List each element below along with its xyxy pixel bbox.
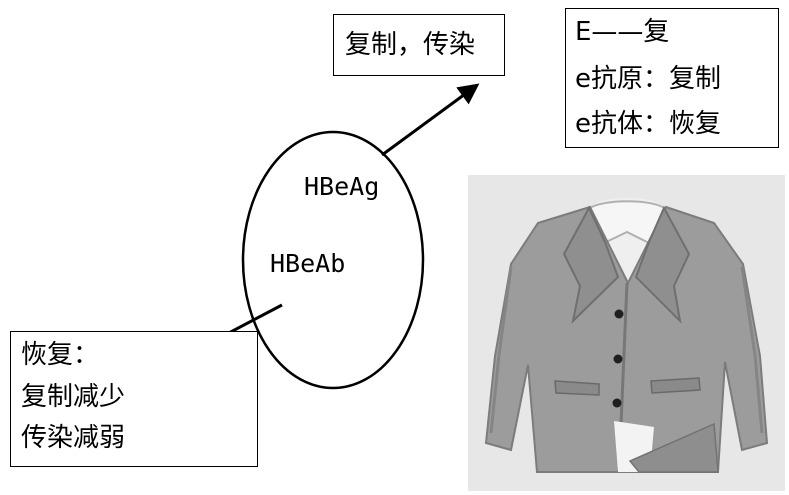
- shirt-collar: [588, 200, 666, 245]
- right-lapel: [634, 205, 691, 324]
- left-lapel: [562, 205, 620, 324]
- coat-button-1: [614, 309, 624, 319]
- coat-hem-fold: [628, 422, 719, 473]
- jacket-illustration: [468, 175, 785, 491]
- antigen-ellipse: [241, 130, 425, 390]
- coat-button-2: [613, 354, 623, 364]
- arrow-to-top-callout: [381, 83, 480, 157]
- right-sleeve-shadow: [740, 266, 764, 434]
- left-pocket-flap: [554, 380, 600, 396]
- left-sleeve-shadow: [489, 266, 513, 434]
- top-callout-box: 复制，传染: [333, 14, 505, 76]
- bottom-callout-box: 恢复： 复制减少 传染减弱: [10, 331, 258, 467]
- legend-line-2: e抗原：复制: [575, 64, 721, 94]
- coat-button-3: [612, 398, 622, 408]
- jacket-photo: [468, 175, 785, 491]
- top-callout-text: 复制，传染: [345, 30, 476, 60]
- legend-line-1: E——复: [575, 17, 670, 47]
- bottom-callout-line-1: 恢复：: [21, 340, 100, 370]
- bottom-callout-line-3: 传染减弱: [21, 423, 126, 453]
- hbeag-label: HBeAg: [304, 172, 380, 201]
- legend-box: E——复 e抗原：复制 e抗体：恢复: [565, 8, 779, 148]
- hbeab-label: HBeAb: [270, 249, 346, 278]
- right-pocket-flap: [650, 377, 701, 394]
- bottom-callout-line-2: 复制减少: [21, 382, 126, 412]
- legend-line-3: e抗体：恢复: [575, 109, 721, 139]
